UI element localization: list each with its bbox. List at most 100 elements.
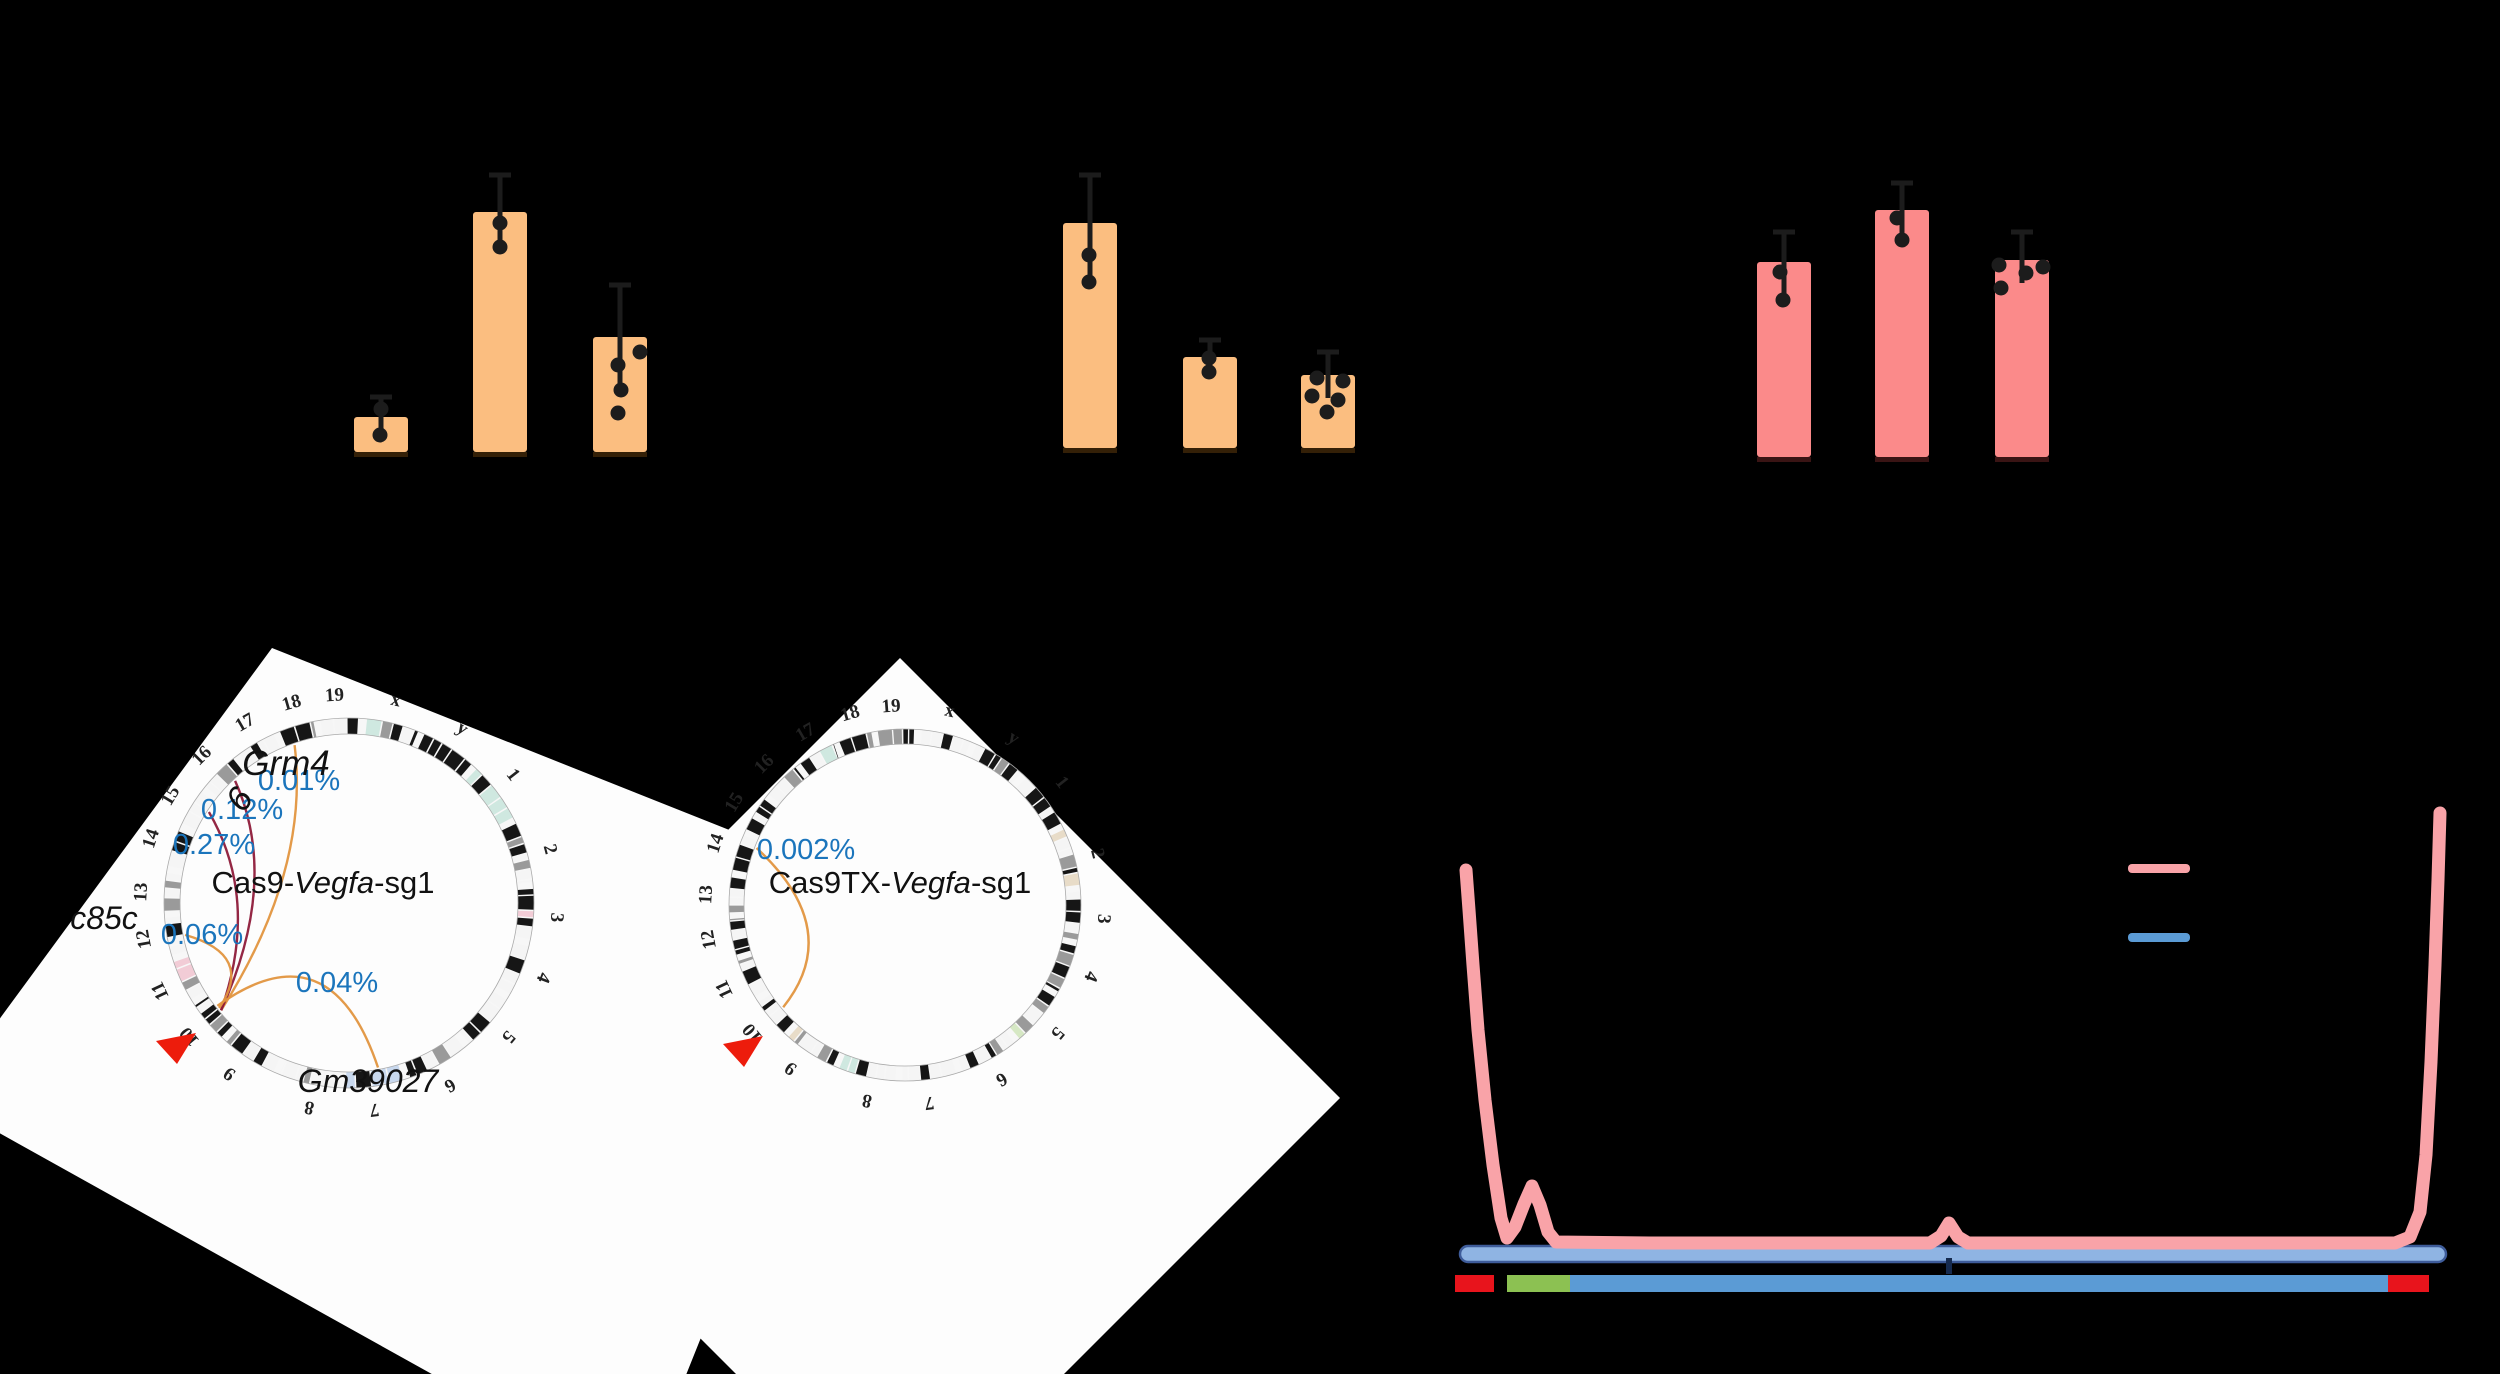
ideogram-band	[1016, 777, 1036, 797]
chromosome-label: 3	[1093, 913, 1115, 924]
data-dot	[1993, 280, 2009, 296]
ideogram-band	[427, 738, 442, 757]
percent-label: 0.27%	[173, 829, 255, 861]
percent-label: 0.06%	[161, 919, 243, 951]
ideogram-band	[514, 925, 533, 940]
ideogram-band	[417, 734, 434, 753]
ideogram-band	[194, 791, 214, 811]
chromosome-label: 12	[697, 928, 721, 950]
bar-shadow	[1301, 448, 1355, 453]
data-dot	[2035, 259, 2051, 275]
ideogram-band	[988, 754, 1002, 771]
data-dot	[1772, 264, 1788, 280]
ideogram-band	[210, 1014, 228, 1032]
ideogram-band	[800, 757, 818, 776]
ideogram-band	[243, 1041, 261, 1061]
data-dot	[492, 239, 508, 255]
ideogram-band	[810, 751, 826, 770]
ideogram-band	[739, 960, 756, 971]
segment-track-block	[2388, 1275, 2429, 1292]
data-dot	[1309, 370, 1325, 386]
ideogram-band	[227, 758, 244, 776]
ideogram-band	[469, 1012, 491, 1033]
data-dot	[1201, 350, 1217, 366]
ideogram-band	[965, 1051, 979, 1069]
bar-shadow	[1995, 457, 2049, 462]
ideogram-band	[494, 808, 513, 825]
data-dot	[1081, 274, 1097, 290]
percent-label: 0.01%	[258, 765, 340, 797]
bar-shadow	[1063, 448, 1117, 453]
ideogram-band	[732, 857, 750, 873]
percent-label: 0.12%	[201, 794, 283, 826]
ideogram-band	[295, 722, 313, 742]
ideogram-band	[959, 739, 971, 756]
bar	[1063, 223, 1117, 448]
ideogram-band	[847, 1057, 859, 1074]
ideogram-band	[462, 1022, 481, 1040]
ideogram-band	[471, 775, 491, 795]
target-arrowhead-icon	[156, 1033, 196, 1064]
ideogram-band	[1063, 922, 1080, 933]
ideogram-band	[970, 744, 985, 762]
ideogram-band	[182, 975, 200, 990]
ideogram-band	[793, 767, 805, 781]
ring-outline-outer	[163, 717, 535, 1089]
ideogram-band	[171, 841, 190, 855]
ideogram-band	[412, 1056, 428, 1075]
ideogram-band	[465, 769, 482, 786]
ideogram-band	[930, 731, 943, 748]
ideogram-band	[798, 1033, 818, 1054]
bar-shadow	[593, 452, 647, 457]
ideogram-band	[1059, 942, 1077, 954]
ideogram-band	[1023, 1004, 1043, 1025]
ideogram-band	[729, 877, 747, 890]
data-dot	[1201, 364, 1217, 380]
bar-chart-1	[354, 172, 648, 457]
chromosome-label: 7	[923, 1092, 935, 1114]
ideogram-band	[370, 1069, 384, 1087]
ideogram-band	[748, 978, 768, 997]
ideogram-band	[1024, 787, 1044, 806]
ideogram-band	[310, 1068, 323, 1086]
ideogram-band	[509, 844, 527, 857]
translocation-arc	[207, 811, 240, 1011]
ideogram-band	[1008, 770, 1022, 785]
ideogram-band	[205, 1009, 222, 1025]
ideogram-band	[386, 1064, 403, 1084]
ideogram-band	[1000, 763, 1018, 782]
gene-label: Gm39027	[298, 1063, 440, 1099]
ideogram-band	[919, 1064, 931, 1081]
ideogram-band	[253, 1047, 269, 1066]
ideogram-band	[263, 734, 281, 754]
ideogram-band	[1062, 931, 1079, 940]
translocation-arc	[220, 780, 256, 1011]
ideogram-band	[876, 1063, 886, 1080]
ideogram-band	[303, 1066, 313, 1084]
ideogram-band	[940, 733, 954, 751]
chromosome-label: 8	[303, 1096, 316, 1118]
ideogram-band	[250, 742, 265, 760]
ideogram-band	[405, 1060, 417, 1078]
translocation-arc	[216, 975, 380, 1068]
ideogram-band	[1041, 812, 1061, 831]
ideogram-band	[1053, 837, 1072, 852]
ideogram-band	[434, 743, 452, 763]
bar	[1183, 357, 1237, 448]
ideogram-band	[1051, 961, 1070, 978]
ideogram-band	[216, 764, 238, 785]
chromosome-label: 7	[368, 1099, 380, 1121]
data-dot	[2018, 265, 2034, 281]
data-dot	[373, 401, 389, 417]
ideogram-band	[186, 983, 205, 1000]
data-dot	[1991, 257, 2007, 273]
ideogram-band	[506, 837, 524, 848]
chromosome-label: 13	[130, 882, 152, 902]
ideogram-band	[742, 966, 762, 985]
chromosome-label: y	[1004, 727, 1024, 750]
ideogram-band	[758, 994, 774, 1006]
ideogram-band	[929, 1062, 942, 1080]
ideogram-band	[1065, 911, 1081, 923]
bar-shadow	[1757, 457, 1811, 462]
segment-track-block	[1570, 1275, 2388, 1292]
